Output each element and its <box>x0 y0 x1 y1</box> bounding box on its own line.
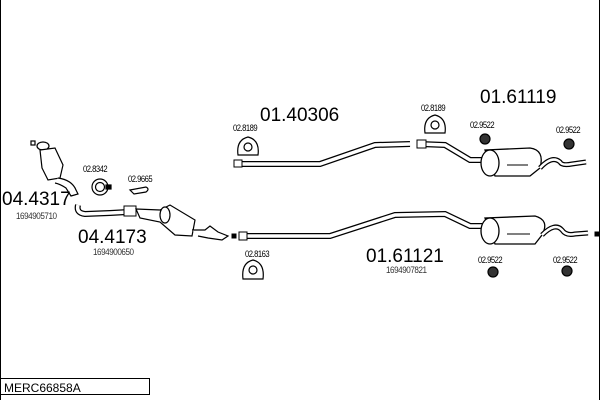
middle-converter <box>135 204 230 241</box>
hanger-02-8163 <box>242 259 264 280</box>
part-number-01-61121: 01.61121 <box>366 246 444 267</box>
rubber-02-9522-c <box>487 266 499 278</box>
rubber-02-9522-b <box>563 138 575 150</box>
hanger-02-8189-a <box>237 136 259 156</box>
oe-number-01-61121: 1694907821 <box>386 265 427 275</box>
fitting-label: 02.8189 <box>233 123 258 133</box>
diagram-code-box: MERC66858A <box>0 378 150 395</box>
oe-number-04-4317: 1694905710 <box>16 211 57 221</box>
fitting-label: 02.8189 <box>421 103 446 113</box>
rear-muffler-upper <box>416 139 587 177</box>
part-number-04-4173: 04.4173 <box>78 227 147 248</box>
intermediate-pipe-lower <box>231 210 600 245</box>
fitting-label: 02.8342 <box>83 164 108 174</box>
hanger-02-8189-b <box>424 114 446 134</box>
part-number-01-61119: 01.61119 <box>480 87 557 108</box>
fitting-label: 02.9522 <box>553 255 578 265</box>
fitting-label: 02.9665 <box>128 174 153 184</box>
oe-number-04-4173: 1694900650 <box>93 247 134 257</box>
fitting-label: 02.8163 <box>245 249 270 259</box>
part-number-04-4317: 04.4317 <box>2 189 71 210</box>
diagram-code: MERC66858A <box>4 381 81 395</box>
catalyst-front <box>30 140 79 197</box>
part-number-01-40306: 01.40306 <box>260 105 340 126</box>
gasket-02-9665 <box>128 186 149 195</box>
clamp-02-8342 <box>91 178 112 196</box>
rubber-02-9522-d <box>561 265 573 277</box>
fitting-label: 02.9522 <box>556 125 581 135</box>
front-pipe <box>74 204 137 218</box>
fitting-label: 02.9522 <box>470 120 495 130</box>
fitting-label: 02.9522 <box>478 255 503 265</box>
intermediate-pipe-upper <box>233 141 411 168</box>
rubber-02-9522-a <box>479 133 491 145</box>
